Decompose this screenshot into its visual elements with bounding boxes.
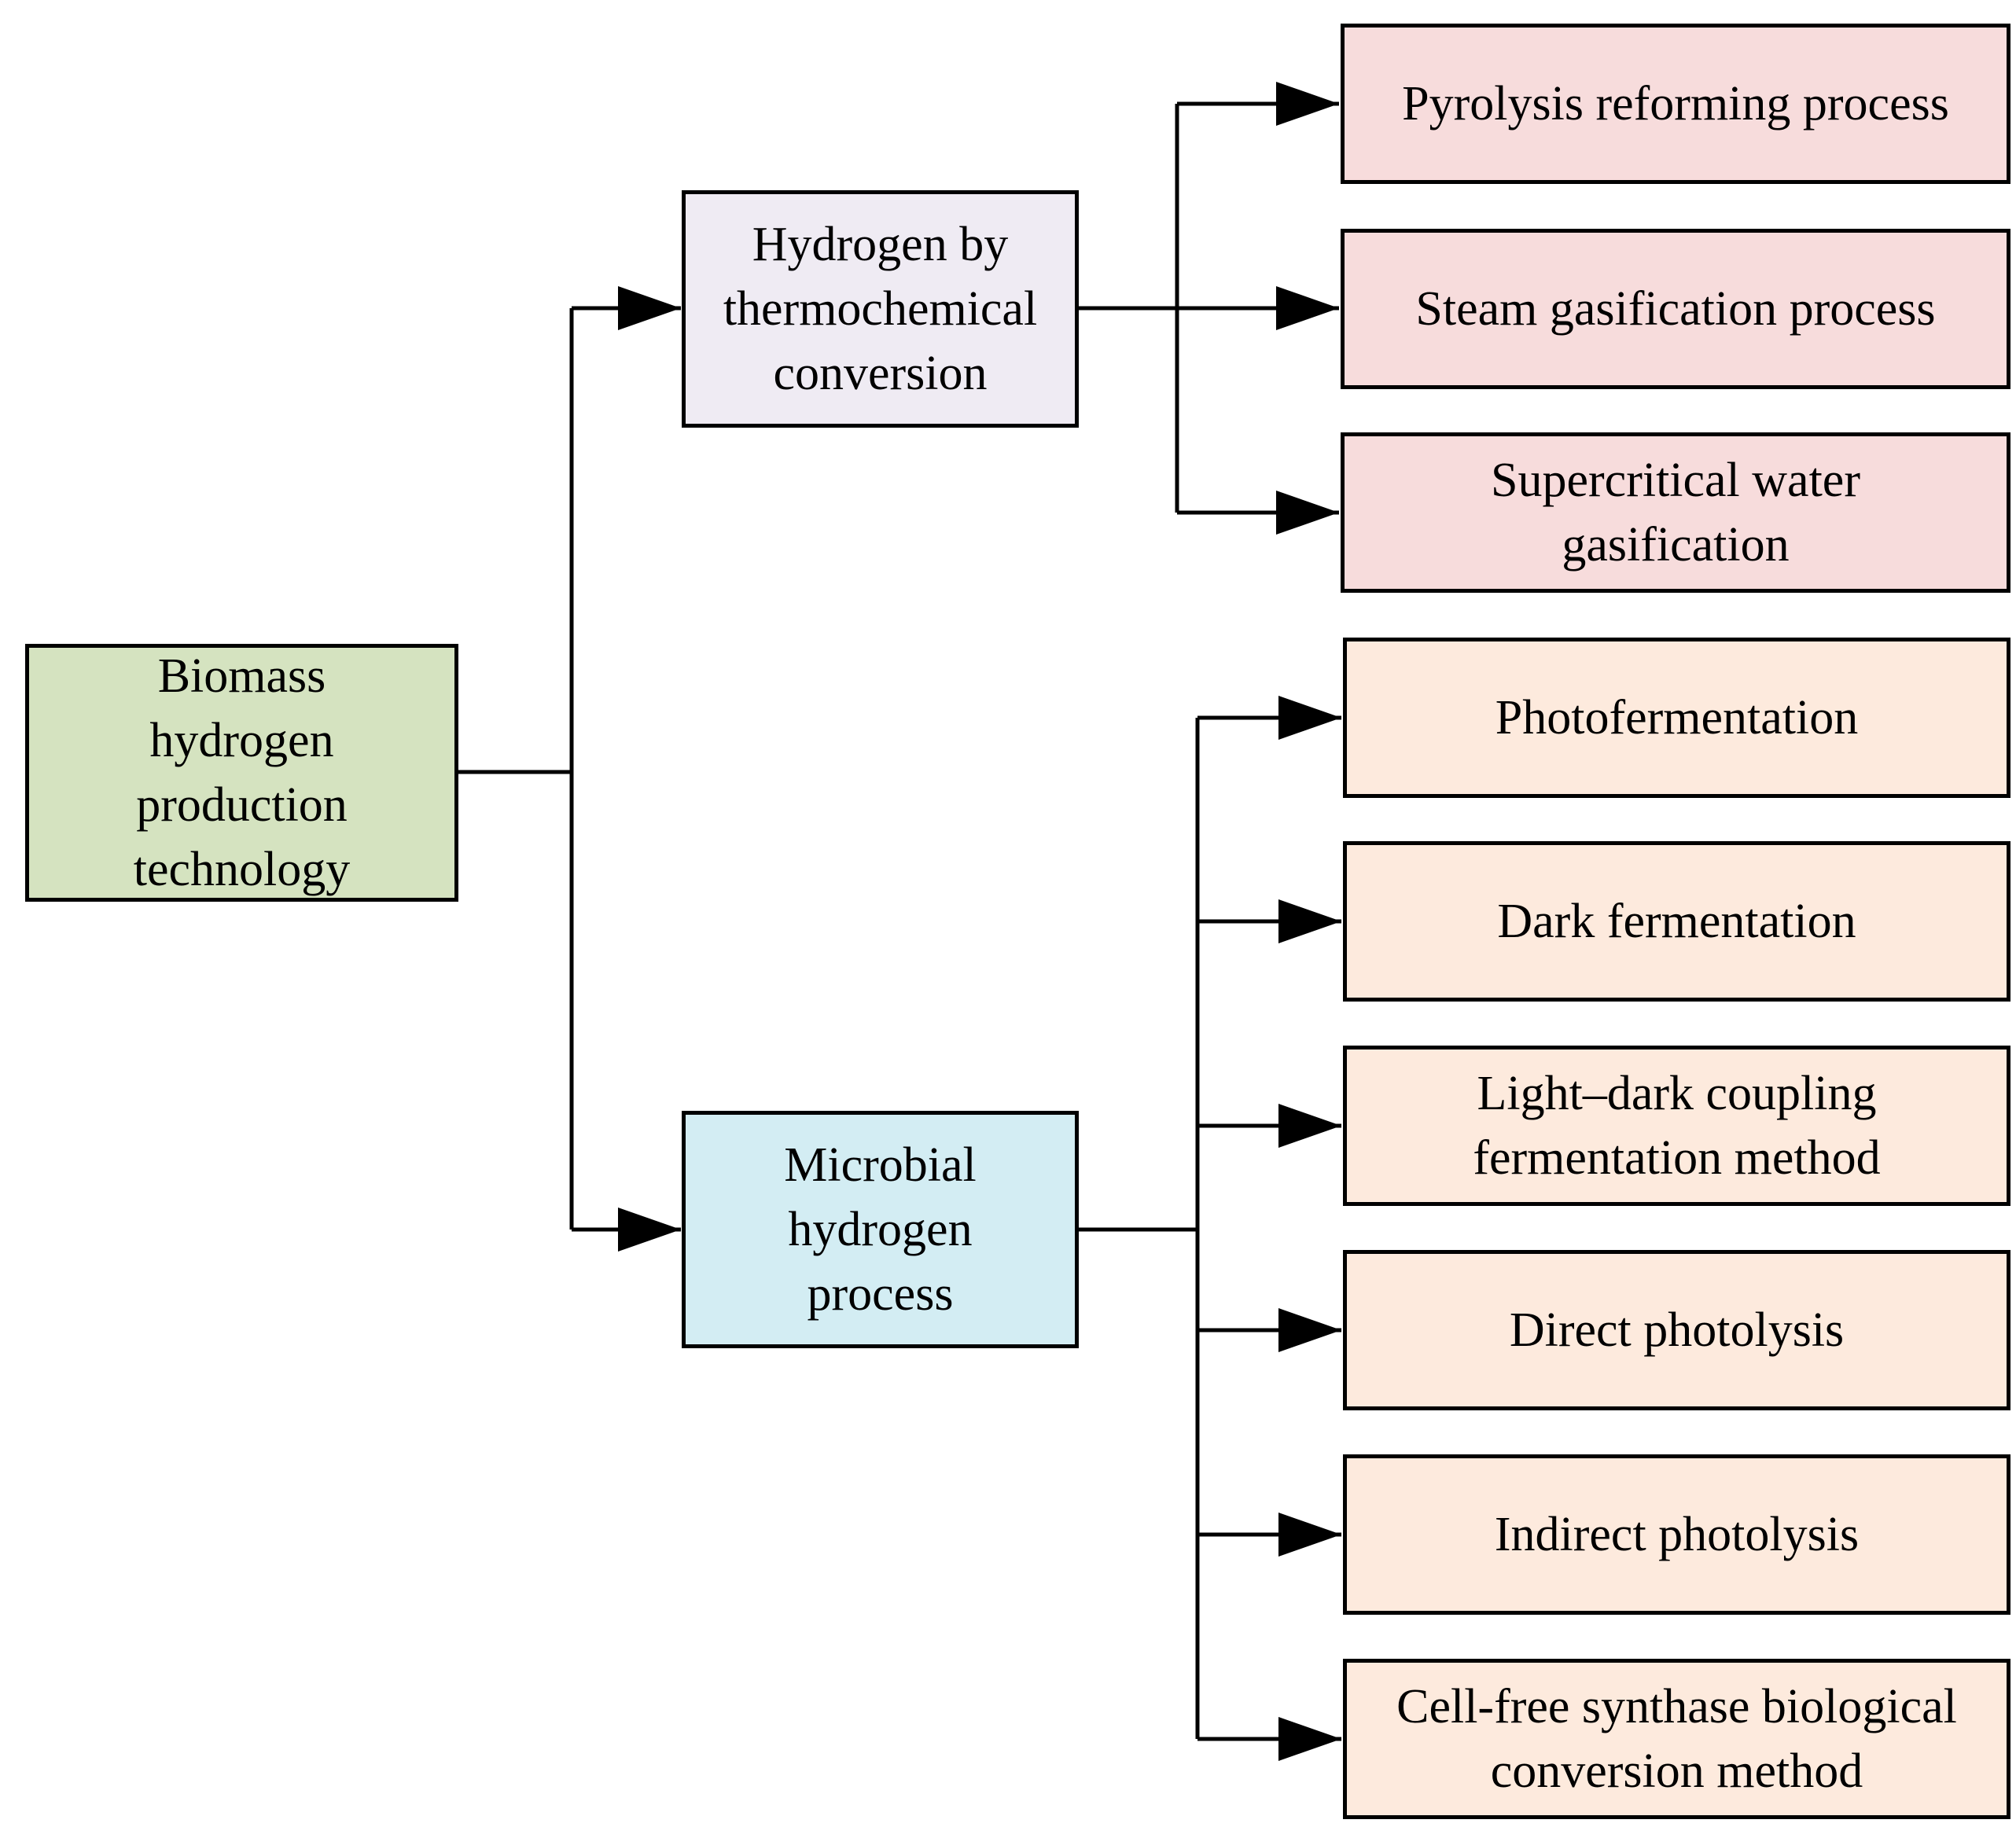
microbial-child-label: Dark fermentation: [1497, 895, 1856, 948]
microbial-label: Microbial hydrogen process: [784, 1138, 977, 1321]
microbial-child-label: Indirect photolysis: [1494, 1508, 1860, 1561]
microbial-node: Microbial hydrogen process: [682, 1111, 1079, 1348]
microbial-child-label: Direct photolysis: [1509, 1303, 1845, 1357]
thermo-child-label: Steam gasification process: [1415, 282, 1936, 336]
microbial-child-label: Light–dark coupling fermentation method: [1473, 1067, 1881, 1185]
thermo-child-supercritical: Supercritical water gasification: [1341, 432, 2010, 593]
microbial-child-dark-fermentation: Dark fermentation: [1343, 841, 2010, 1002]
microbial-child-label: Cell-free synthase biological conversion…: [1396, 1680, 1957, 1798]
thermo-child-steam: Steam gasification process: [1341, 229, 2010, 389]
thermochemical-label: Hydrogen by thermochemical conversion: [723, 218, 1038, 400]
thermochemical-node: Hydrogen by thermochemical conversion: [682, 190, 1079, 428]
microbial-child-direct-photolysis: Direct photolysis: [1343, 1250, 2010, 1410]
microbial-child-label: Photofermentation: [1495, 691, 1859, 744]
root-label: Biomass hydrogen production technology: [133, 649, 351, 896]
microbial-child-indirect-photolysis: Indirect photolysis: [1343, 1454, 2010, 1615]
thermo-child-pyrolysis: Pyrolysis reforming process: [1341, 24, 2010, 184]
microbial-child-photofermentation: Photofermentation: [1343, 638, 2010, 798]
microbial-child-cell-free: Cell-free synthase biological conversion…: [1343, 1659, 2010, 1819]
root-node: Biomass hydrogen production technology: [25, 644, 458, 902]
thermo-child-label: Supercritical water gasification: [1491, 454, 1860, 572]
microbial-child-light-dark: Light–dark coupling fermentation method: [1343, 1046, 2010, 1206]
thermo-child-label: Pyrolysis reforming process: [1402, 77, 1949, 130]
